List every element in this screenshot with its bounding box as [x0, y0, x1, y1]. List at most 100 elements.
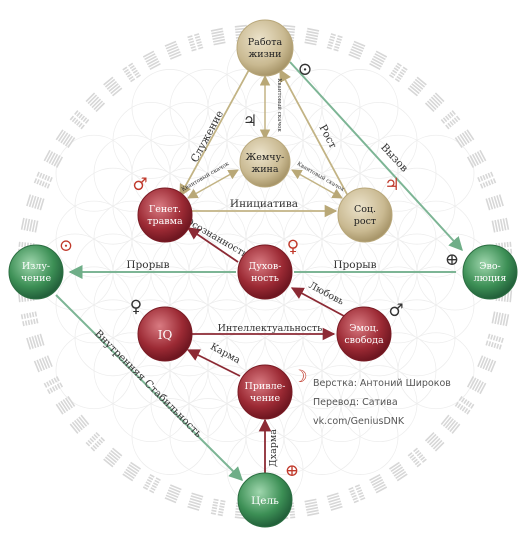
- hexagram-line: [327, 495, 340, 501]
- hexagram-line: [458, 396, 463, 402]
- hexagram-line: [370, 60, 382, 68]
- hexagram-line: [466, 409, 471, 415]
- hexagram-line: [210, 512, 216, 515]
- hexagram-line: [411, 456, 417, 461]
- edge-vnutr: [55, 294, 243, 481]
- hexagram-line: [409, 454, 415, 459]
- hexagram-line: [390, 464, 402, 473]
- hexagram-line: [390, 71, 396, 77]
- hexagram-line: [414, 449, 420, 455]
- hexagram-line: [470, 403, 475, 409]
- hexagram-line: [213, 498, 219, 502]
- hexagram-line: [76, 111, 81, 117]
- hexagram-line: [80, 124, 85, 130]
- hexagram-icon: [142, 473, 161, 494]
- hexagram-line: [399, 71, 405, 76]
- hexagram-line: [212, 38, 226, 43]
- label-lyubov: Любовь: [307, 280, 346, 308]
- hexagram-icon: [142, 50, 161, 71]
- hexagram-line: [128, 464, 140, 473]
- hexagram-icon: [122, 62, 141, 83]
- jupiter-icon: ♃: [384, 175, 399, 195]
- hexagram-line: [85, 92, 96, 103]
- node-genet-label1: Генет.: [149, 204, 181, 215]
- hexagram-line: [74, 110, 79, 116]
- node-duhovnost[interactable]: Духов- ность: [237, 244, 293, 300]
- hexagram-line: [477, 355, 484, 368]
- node-privlechenie[interactable]: Привле- чение: [237, 364, 293, 420]
- hexagram-line: [502, 218, 507, 231]
- hexagram-line: [34, 196, 40, 209]
- node-cel[interactable]: Цель: [237, 472, 293, 528]
- hexagram-line: [479, 175, 484, 182]
- node-emoc-svoboda[interactable]: Эмоц. свобода: [336, 306, 392, 362]
- hexagram-icon: [326, 492, 343, 511]
- hexagram-icon: [85, 92, 106, 113]
- hexagram-icon: [369, 473, 388, 494]
- hexagram-line: [500, 337, 504, 343]
- hexagram-line: [349, 489, 355, 493]
- hexagram-line: [484, 173, 489, 180]
- hexagram-line: [490, 171, 494, 177]
- hexagram-line: [304, 498, 317, 503]
- node-genet-travma[interactable]: Генет. травма: [137, 187, 193, 243]
- hexagram-line: [95, 431, 101, 437]
- hexagram-line: [394, 78, 400, 83]
- hexagram-line: [497, 219, 501, 232]
- hexagram-line: [90, 446, 96, 452]
- node-rabota-zhizni[interactable]: Работа жизни: [236, 19, 294, 77]
- hexagram-line: [488, 341, 492, 347]
- hexagram-line: [132, 69, 138, 74]
- hexagram-line: [498, 336, 502, 343]
- hexagram-line: [55, 156, 64, 168]
- hexagram-line: [80, 414, 90, 425]
- hexagram-line: [306, 33, 319, 38]
- hexagram-line: [53, 155, 61, 167]
- node-zhemchuzhina[interactable]: Жемчу- жина: [239, 136, 291, 188]
- hexagram-line: [106, 454, 118, 464]
- hexagram-line: [82, 117, 88, 123]
- hexagram-line: [76, 120, 81, 126]
- hexagram-line: [20, 314, 24, 320]
- hexagram-line: [151, 484, 157, 489]
- hexagram-line: [189, 43, 196, 47]
- hexagram-line: [477, 176, 481, 183]
- hexagram-line: [464, 408, 469, 414]
- hexagram-line: [471, 153, 479, 166]
- hexagram-line: [130, 461, 141, 470]
- hexagram-line: [103, 76, 114, 86]
- hexagram-line: [22, 321, 25, 327]
- hexagram-line: [104, 456, 116, 466]
- hexagram-line: [306, 506, 319, 511]
- hexagram-line: [373, 55, 385, 63]
- hexagram-line: [144, 53, 156, 61]
- node-evolyuciya[interactable]: Эво- люция: [462, 244, 518, 300]
- hexagram-icon: [348, 40, 366, 60]
- hexagram-line: [73, 419, 83, 431]
- credit-translation: Перевод: Сатива: [313, 397, 398, 408]
- hexagram-line: [454, 137, 463, 148]
- hexagram-line: [428, 435, 439, 446]
- node-soc-rost[interactable]: Соц. рост: [337, 187, 393, 243]
- hexagram-line: [165, 494, 178, 501]
- node-izluchenie[interactable]: Излу- чение: [8, 244, 64, 300]
- hexagram-line: [304, 41, 317, 46]
- hexagram-line: [389, 461, 400, 470]
- hexagram-line: [51, 378, 55, 384]
- node-zhemchuzhina-label1: Жемчу-: [246, 152, 285, 163]
- hexagram-line: [234, 24, 247, 28]
- hexagram-line: [188, 500, 201, 506]
- hexagram-line: [307, 512, 320, 517]
- hexagram-line: [490, 360, 497, 373]
- hexagram-line: [453, 117, 459, 123]
- hexagram-icon: [424, 431, 445, 452]
- hexagram-line: [78, 113, 83, 119]
- hexagram-line: [54, 384, 59, 391]
- hexagram-line: [496, 343, 500, 349]
- credit-link[interactable]: vk.com/GeniusDNK: [313, 416, 405, 427]
- hexagram-line: [354, 484, 361, 488]
- node-iq[interactable]: IQ: [137, 306, 193, 362]
- hexagram-line: [469, 377, 477, 389]
- hexagram-line: [329, 35, 336, 39]
- hexagram-line: [459, 404, 464, 410]
